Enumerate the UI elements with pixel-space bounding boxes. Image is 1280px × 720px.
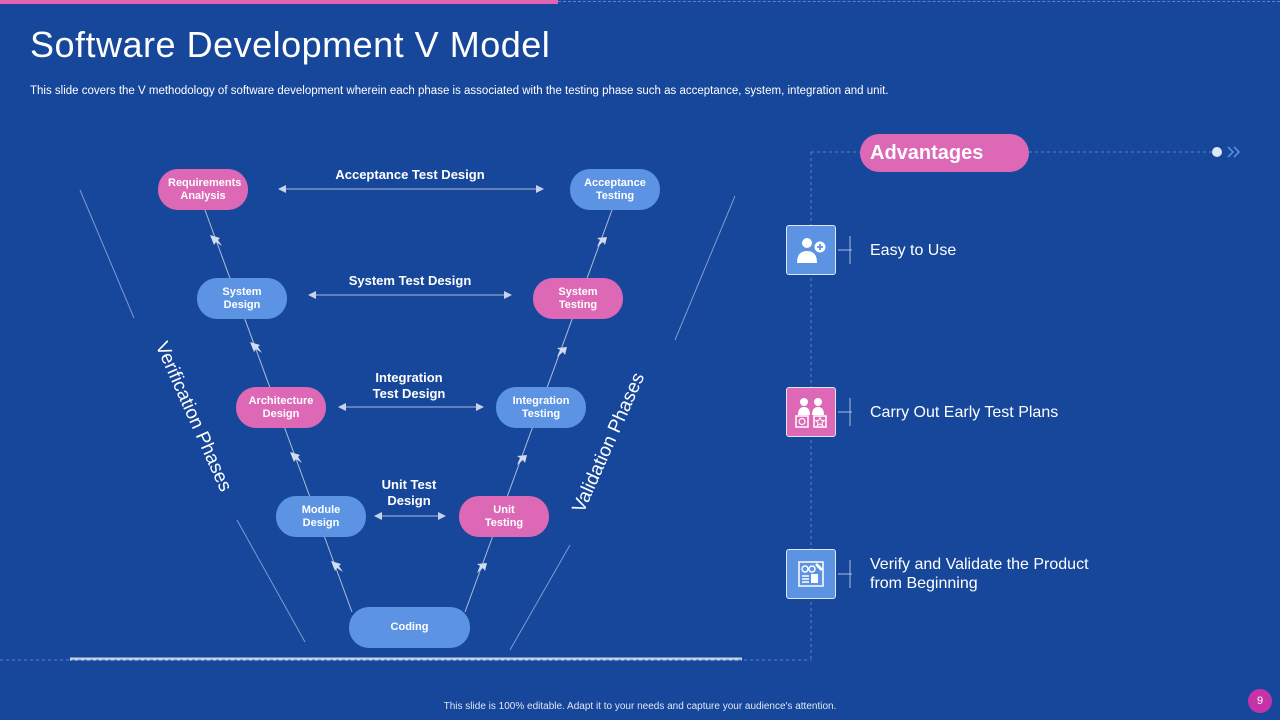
advantages-title: Advantages (870, 141, 984, 164)
top-accent-bar (0, 0, 558, 4)
advantage-icon-box (786, 549, 836, 599)
page-title: Software Development V Model (30, 24, 551, 65)
node-label: System Design (222, 285, 262, 311)
node-label: Architecture Design (248, 394, 314, 420)
node-label: Acceptance Testing (584, 176, 646, 202)
arrow-up-icon (597, 237, 607, 247)
arrow-up-icon (557, 347, 567, 357)
label-acceptance-test-design: Acceptance Test Design (335, 167, 485, 182)
v-guide-right-upper (674, 195, 736, 341)
arrow-down-icon (210, 235, 222, 246)
page-number: 9 (1256, 695, 1264, 707)
v-guide-right-lower (509, 544, 571, 651)
arrow-down-icon (250, 342, 262, 353)
label-system-test-design: System Test Design (348, 273, 472, 288)
node-label: System Testing (558, 285, 598, 311)
advantages-heading: Advantages (860, 134, 1029, 172)
node-label: Unit Testing (484, 503, 524, 529)
chevron-right-icon (1227, 146, 1241, 158)
node-unit-testing[interactable]: Unit Testing (459, 496, 549, 537)
label-unit-test-design: Unit Test Design (381, 477, 437, 508)
page-subtitle: This slide covers the V methodology of s… (30, 85, 889, 97)
node-label: Integration Testing (512, 394, 570, 420)
page-number-badge: 9 (1248, 689, 1272, 713)
arrow-up-icon (477, 563, 487, 573)
advantage-text: Carry Out Early Test Plans (870, 404, 1059, 421)
top-dashed-line (558, 1, 1280, 2)
node-module-design[interactable]: Module Design (276, 496, 366, 537)
node-architecture-design[interactable]: Architecture Design (236, 387, 326, 428)
arrow-down-icon (331, 561, 343, 572)
v-guide-left-lower (236, 519, 306, 643)
advantage-icon-box (786, 225, 836, 275)
checklist-icon (798, 561, 824, 587)
advantage-text: Easy to Use (870, 242, 957, 259)
node-system-design[interactable]: System Design (197, 278, 287, 319)
team-testing-icon (795, 398, 827, 428)
node-coding[interactable]: Coding (349, 607, 470, 648)
footer-note: This slide is 100% editable. Adapt it to… (443, 701, 837, 712)
timeline-dot (1212, 147, 1222, 157)
arrow-down-icon (290, 452, 302, 463)
advantage-icon-box (786, 387, 836, 437)
label-integration-test-design: Integration Test Design (372, 370, 446, 401)
node-integration-testing[interactable]: Integration Testing (496, 387, 586, 428)
node-label: Module Design (301, 503, 341, 529)
user-add-icon (797, 238, 827, 263)
advantage-text: Verify and Validate the Product from Beg… (870, 556, 1089, 592)
node-label: Requirements Analysis (168, 176, 242, 202)
v-guide-left-upper (79, 189, 135, 319)
node-requirements-analysis[interactable]: Requirements Analysis (158, 169, 248, 210)
node-acceptance-testing[interactable]: Acceptance Testing (570, 169, 660, 210)
node-system-testing[interactable]: System Testing (533, 278, 623, 319)
node-label: Coding (390, 621, 429, 633)
arrow-up-icon (517, 455, 527, 465)
